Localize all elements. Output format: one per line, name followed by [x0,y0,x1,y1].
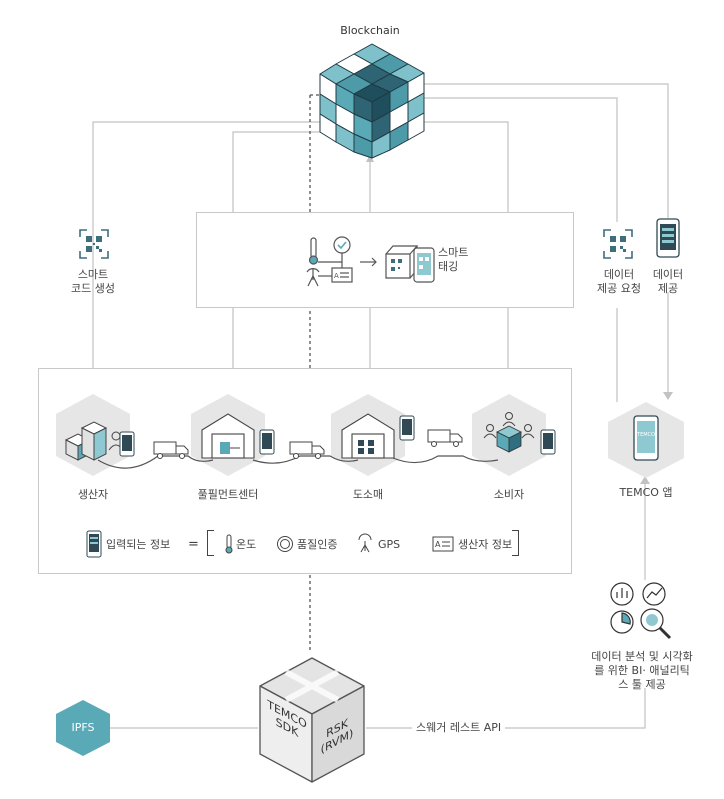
smart-code-label: 스마트 코드 생성 [53,268,133,296]
smart-tagging-line2: 태깅 [438,260,459,273]
chain-fulfillment-label: 풀필먼트센터 [197,488,259,501]
supply-chain-graphics [56,394,556,476]
smart-code-line1: 스마트 [77,268,109,281]
legend-gps: GPS [378,538,401,551]
blockchain-cube-icon [319,43,425,159]
phone-icons [119,415,556,457]
blockchain-label: Blockchain [340,24,400,37]
api-label: 스웨거 레스트 API [412,721,506,735]
legend-temperature: 온도 [236,538,257,551]
gps-antenna-icon [358,533,372,553]
ipfs-hexagon [56,700,110,756]
quality-badge-icon [277,536,293,552]
temco-screen-text: TEMCO [637,432,655,438]
data-request-line2: 제공 요청 [597,282,641,295]
smart-tagging-process-icon: A [306,236,435,287]
data-provide-line2: 제공 [657,282,679,295]
temco-app-hexagon [608,402,684,478]
thermometer-icon [225,534,233,554]
data-provide-phone-icon [656,218,680,258]
legend-phone-icon [86,530,102,558]
supply-chain-box [38,368,572,574]
qr-scan-icon [79,229,109,259]
legend-producer-info: 생산자 정보 [458,538,513,551]
chain-wholesale-label: 도소매 [352,488,384,501]
temco-app-label: TEMCO 앱 [619,486,673,499]
bi-analytics-icon [610,582,672,640]
smart-code-line2: 코드 생성 [71,282,115,295]
smart-tagging-line1: 스마트 [438,246,469,259]
data-request-line1: 데이터 [603,268,635,281]
chain-consumer-label: 소비자 [493,488,525,501]
smart-tagging-box [196,212,574,308]
ipfs-label: IPFS [71,721,95,734]
data-request-label: 데이터 제공 요청 [587,268,651,296]
svg-text:A: A [334,272,339,280]
bi-line3: 스 툴 제공 [618,678,666,691]
data-provide-line1: 데이터 [652,268,684,281]
id-card-icon: A [432,536,454,552]
bi-line2: 를 위한 BI· 애널리틱 [594,664,690,677]
sdk-cube-icon [259,657,365,783]
legend-input-info: 입력되는 정보 [106,538,171,551]
bi-description: 데이터 분석 및 시각화 를 위한 BI· 애널리틱 스 툴 제공 [572,650,712,692]
legend-equals: = [188,537,199,552]
svg-text:A: A [435,540,441,549]
bi-line1: 데이터 분석 및 시각화 [591,650,693,663]
data-provide-label: 데이터 제공 [644,268,692,296]
legend-quality: 품질인증 [297,538,338,551]
chain-producer-label: 생산자 [77,488,109,501]
legend-bracket-left [207,530,214,556]
smart-tagging-label: 스마트 태깅 [438,246,478,274]
data-request-qr-icon [603,229,633,259]
legend-bracket-right [512,530,519,556]
